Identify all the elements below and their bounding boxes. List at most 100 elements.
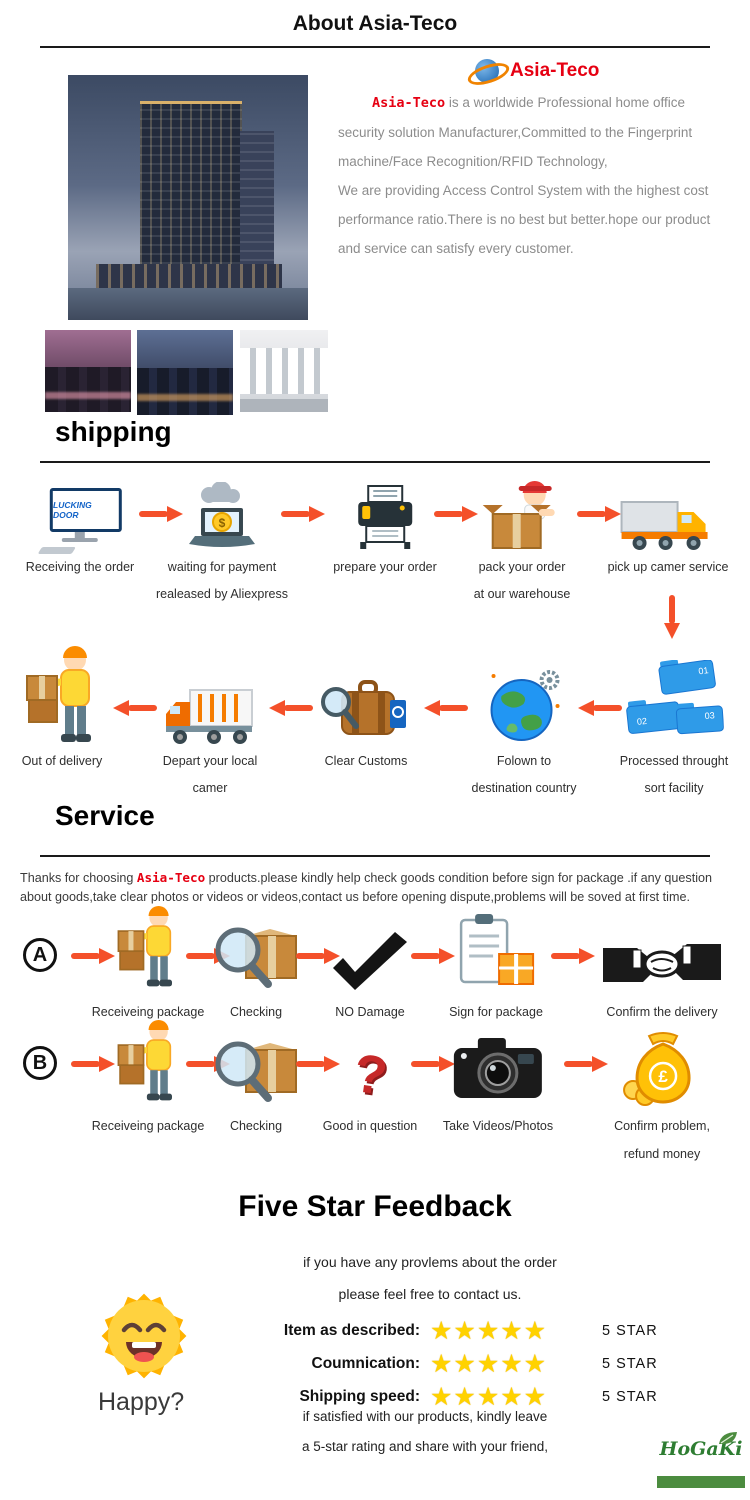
shipping-step-out-delivery: Out of delivery	[19, 640, 105, 775]
step-label: Checking	[229, 1119, 283, 1133]
left-arrow-icon	[113, 700, 159, 716]
right-arrow-icon	[409, 948, 455, 964]
rating-label: Coumnication:	[311, 1354, 421, 1372]
note-before: Thanks for choosing	[20, 871, 134, 885]
globe-shipping-icon	[491, 670, 560, 741]
inspect-package-icon	[215, 927, 297, 988]
step-label-2: camer	[192, 781, 228, 795]
brand-logo: Asia-Teco	[465, 56, 599, 90]
shipping-step-prepare: prepare your order	[333, 472, 437, 581]
right-arrow-icon	[409, 1056, 455, 1072]
globe-logo-icon	[465, 56, 512, 90]
step-label: prepare your order	[333, 560, 437, 574]
left-arrow-icon	[578, 700, 624, 716]
step-label-2: destination country	[471, 781, 577, 795]
about-body-1: is a worldwide Professional home office …	[338, 95, 693, 169]
right-arrow-icon	[549, 948, 595, 964]
step-label: Receiveing package	[91, 1119, 205, 1133]
about-body-2: We are providing Access Control System w…	[338, 183, 711, 256]
step-label: pick up camer service	[607, 560, 729, 574]
monitor-screen-text: LUCKING DOOR	[53, 500, 92, 520]
svg-text:£: £	[658, 1067, 668, 1086]
photo-tower-wing	[240, 131, 274, 279]
page-title: About Asia-Teco	[292, 12, 458, 35]
service-b-step-refund: £ Confirm problem, refund money	[614, 1024, 710, 1162]
right-arrow-icon	[432, 506, 478, 522]
shipping-step-sort-facility: 01 02 03 Processed throught sort facilit…	[620, 640, 728, 802]
step-label: Take Videos/Photos	[442, 1119, 554, 1133]
service-b-step-question: ? Good in question	[323, 1024, 418, 1134]
left-arrow-icon	[424, 700, 470, 716]
step-label-2: realeased by Aliexpress	[155, 587, 289, 601]
shipping-step-payment: $ waiting for payment realeased by Aliex…	[156, 472, 288, 608]
courier-package-icon	[117, 1019, 173, 1101]
hogaki-logo: HoGaKi	[657, 1430, 745, 1492]
company-building-photo	[68, 75, 308, 320]
step-label: Confirm problem,	[614, 1119, 710, 1133]
shipping-step-pack: pack your order at our warehouse	[474, 472, 570, 608]
delivery-courier-icon	[26, 646, 91, 742]
right-arrow-icon	[279, 506, 325, 522]
star-rating: ★★★★★	[430, 1349, 548, 1378]
refund-money-icon: £	[623, 1032, 691, 1106]
building-thumbnail-2	[137, 330, 233, 415]
step-label: waiting for payment	[167, 560, 277, 574]
service-a-step-sign: Sign for package	[449, 914, 543, 1020]
inspect-package-icon	[215, 1041, 297, 1102]
sorted-folders-icon: 01 02 03	[626, 660, 724, 735]
question-mark-icon: ?	[349, 1043, 391, 1108]
shipping-step-depart-local: Depart your local camer	[162, 640, 258, 802]
hogaki-logo-band	[657, 1476, 745, 1488]
customs-inspection-icon	[321, 680, 406, 735]
happy-label: Happy?	[98, 1388, 185, 1416]
step-label: Receiveing package	[91, 1005, 205, 1019]
service-b-step-checking: Checking	[210, 1024, 302, 1134]
feedback-heading: Five Star Feedback	[238, 1190, 512, 1223]
happy-sun-icon	[88, 1280, 200, 1397]
about-paragraph: Asia-Teco is a worldwide Professional ho…	[338, 88, 734, 263]
pickup-truck-icon	[621, 501, 708, 550]
service-a-step-confirm: Confirm the delivery	[603, 916, 721, 1020]
down-arrow-icon	[664, 593, 680, 639]
service-a-step-no-damage: NO Damage	[333, 916, 407, 1020]
check-mark-icon	[333, 932, 407, 990]
computer-monitor-icon: LUCKING DOOR	[37, 488, 122, 554]
star-rating: ★★★★★	[430, 1316, 548, 1345]
shipping-step-customs: Clear Customs	[318, 640, 414, 775]
packing-worker-icon	[483, 481, 555, 549]
step-label: NO Damage	[335, 1005, 405, 1019]
right-arrow-icon	[69, 1056, 115, 1072]
local-truck-icon	[166, 689, 253, 744]
shipping-step-receive-order: LUCKING DOOR Receiving the order	[26, 472, 134, 581]
star-rating: ★★★★★	[430, 1382, 548, 1411]
right-arrow-icon	[294, 948, 340, 964]
sign-package-icon	[459, 914, 534, 985]
shipping-step-destination: Folown to destination country	[471, 640, 577, 802]
step-label: Sign for package	[449, 1005, 543, 1019]
service-heading: Service	[55, 800, 155, 831]
shipping-step-pickup: pick up camer service	[607, 472, 729, 581]
service-b-step-photos: Take Videos/Photos	[443, 1024, 553, 1134]
step-label: Folown to	[496, 754, 552, 768]
service-b-step-receive: Receiveing package	[91, 1019, 205, 1134]
step-label-2: sort facility	[644, 781, 704, 795]
step-label: Clear Customs	[324, 754, 408, 768]
right-arrow-icon	[294, 1056, 340, 1072]
service-note: Thanks for choosing Asia-Teco products.p…	[20, 868, 732, 907]
service-a-step-checking: Checking	[210, 916, 302, 1020]
step-label: Depart your local	[162, 754, 258, 768]
printer-icon	[358, 485, 412, 549]
step-label-2: refund money	[623, 1147, 701, 1161]
note-after: products.please kindly help check goods …	[20, 871, 713, 904]
feedback-outro: if satisfied with our products, kindly l…	[225, 1402, 625, 1462]
rating-row: Coumnication: ★★★★★ 5 STAR	[268, 1347, 658, 1380]
svg-text:02: 02	[637, 716, 648, 727]
svg-text:$: $	[219, 516, 226, 530]
feedback-outro-2: a 5-star rating and share with your frie…	[301, 1439, 549, 1454]
photo-ground	[68, 288, 308, 320]
rating-label: Item as described:	[283, 1321, 420, 1339]
shipping-heading: shipping	[55, 416, 172, 447]
feedback-intro-2: please feel free to contact us.	[338, 1286, 522, 1302]
rating-row: Shipping speed: ★★★★★ 5 STAR	[268, 1380, 658, 1413]
